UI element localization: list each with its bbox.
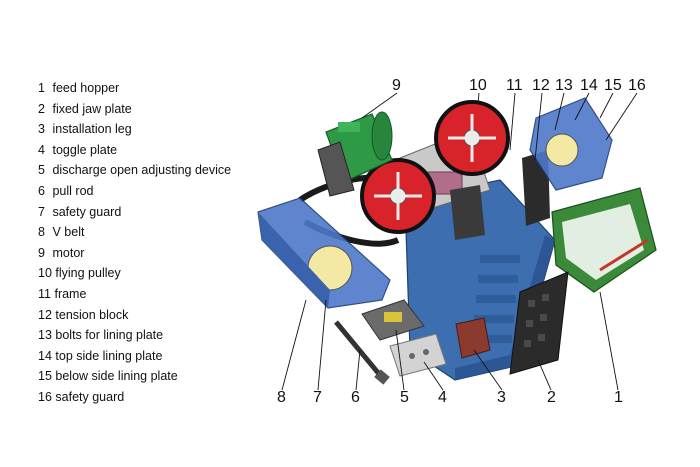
legend-label: safety guard (55, 389, 125, 404)
callout-7: 7 (313, 389, 322, 406)
callout-10: 10 (469, 77, 487, 94)
legend-number: 4 (38, 142, 45, 157)
parts-legend: 1 feed hopper 2 fixed jaw plate 3 instal… (38, 78, 231, 408)
legend-item: 16 safety guard (38, 387, 231, 408)
legend-label: below side lining plate (55, 369, 178, 384)
callout-2: 2 (547, 389, 556, 406)
legend-number: 1 (38, 81, 45, 95)
legend-number: 15 (38, 369, 52, 384)
callout-12: 12 (532, 77, 550, 94)
legend-label: frame (54, 286, 87, 301)
callout-13: 13 (555, 77, 573, 94)
legend-item: 12 tension block (38, 305, 231, 326)
legend-label: motor (52, 245, 85, 260)
callout-9: 9 (392, 77, 401, 94)
legend-number: 10 (38, 266, 52, 281)
legend-number: 2 (38, 101, 45, 116)
legend-number: 13 (38, 328, 52, 343)
callout-11: 11 (506, 77, 523, 94)
fixed-jaw-plate (509, 271, 569, 375)
legend-item: 6 pull rod (38, 181, 231, 202)
legend-label: toggle plate (52, 142, 118, 157)
legend-item: 14 top side lining plate (38, 346, 231, 367)
left-safety-guard (257, 197, 391, 309)
legend-label: installation leg (52, 122, 132, 137)
legend-item: 3 installation leg (38, 119, 231, 140)
callout-16: 16 (628, 77, 646, 94)
legend-item: 11 frame (38, 284, 231, 305)
legend-number: 6 (38, 183, 45, 198)
flying-pulley-left (360, 158, 436, 234)
legend-item: 15 below side lining plate (38, 366, 231, 387)
legend-number: 7 (38, 204, 45, 219)
flying-pulley-right (434, 100, 510, 176)
legend-item: 5 discharge open adjusting device (38, 160, 231, 181)
callout-3: 3 (497, 389, 506, 406)
legend-number: 8 (38, 225, 45, 240)
legend-label: pull rod (52, 183, 94, 198)
frame-ribs (472, 255, 520, 343)
legend-item: 4 toggle plate (38, 140, 231, 161)
callout-5: 5 (400, 389, 409, 406)
legend-item: 2 fixed jaw plate (38, 99, 231, 120)
legend-label: fixed jaw plate (52, 101, 132, 116)
legend-label: V belt (52, 225, 85, 240)
legend-label: top side lining plate (55, 348, 163, 363)
legend-item: 7 safety guard (38, 202, 231, 223)
callout-8: 8 (277, 389, 286, 406)
callout-15: 15 (604, 77, 622, 94)
callout-6: 6 (351, 389, 360, 406)
legend-number: 5 (38, 163, 45, 178)
legend-number: 14 (38, 348, 52, 363)
legend-number: 16 (38, 389, 52, 404)
legend-number: 3 (38, 122, 45, 137)
discharge-adjusting-device (361, 299, 425, 341)
legend-number: 9 (38, 245, 45, 260)
legend-label: safety guard (52, 204, 122, 219)
motor (317, 111, 393, 197)
callout-1: 1 (614, 389, 623, 406)
legend-label: flying pulley (55, 266, 121, 281)
callout-numbers: 1 2 3 4 5 6 7 8 9 10 11 12 13 14 15 16 (277, 77, 646, 406)
legend-item: 1 feed hopper (38, 78, 231, 99)
callout-4: 4 (438, 389, 447, 406)
legend-label: tension block (55, 307, 129, 322)
toggle-plate (389, 333, 447, 377)
legend-number: 11 (38, 286, 51, 301)
legend-number: 12 (38, 307, 52, 322)
callout-14: 14 (580, 77, 598, 94)
legend-item: 8 V belt (38, 222, 231, 243)
feed-hopper (551, 187, 657, 293)
legend-item: 9 motor (38, 243, 231, 264)
legend-label: feed hopper (52, 81, 120, 95)
leader-lines (281, 92, 638, 391)
right-safety-guard (529, 97, 613, 191)
legend-label: discharge open adjusting device (52, 163, 232, 178)
legend-item: 10 flying pulley (38, 263, 231, 284)
legend-item: 13 bolts for lining plate (38, 325, 231, 346)
legend-label: bolts for lining plate (55, 328, 164, 343)
installation-leg (455, 317, 491, 359)
